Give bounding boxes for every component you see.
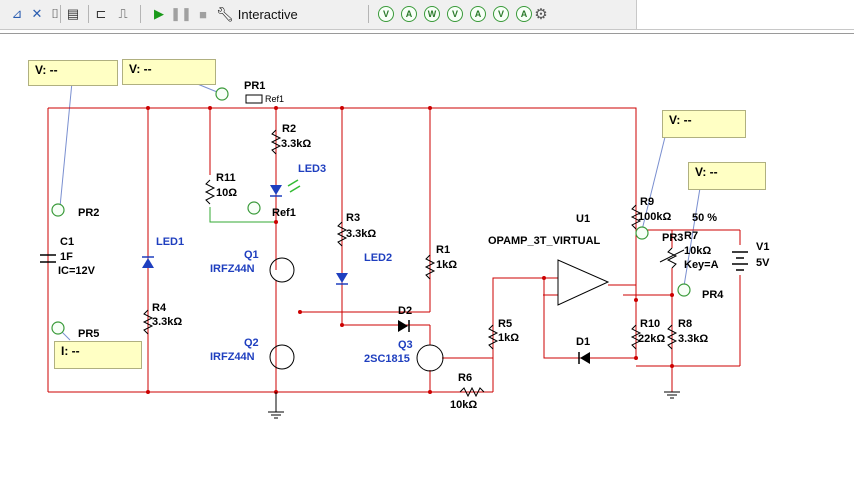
ref-wire xyxy=(209,207,276,223)
current-probe-readout[interactable]: I: -- xyxy=(54,341,142,369)
label-led2: LED2 xyxy=(364,252,393,264)
label-u1: U1 xyxy=(576,213,591,225)
label-d1: D1 xyxy=(576,336,591,348)
probe-markers xyxy=(51,87,691,335)
label-r6-value: 10kΩ xyxy=(450,399,478,411)
digital-probe-icon[interactable]: A xyxy=(516,6,532,22)
stop-simulation-icon[interactable]: ■ xyxy=(199,6,207,22)
label-r7-percent: 50 % xyxy=(692,212,718,224)
label-q2-part: IRFZ44N xyxy=(210,351,255,363)
label-led3: LED3 xyxy=(298,163,327,175)
probe-settings-gear-icon[interactable]: ⚙ xyxy=(534,6,548,23)
wire-tool-icon[interactable]: ✕ xyxy=(31,6,43,21)
label-r3: R3 xyxy=(346,212,361,224)
transistor-symbols xyxy=(269,257,444,372)
label-pr4: PR4 xyxy=(702,289,724,301)
wrench-icon: 🔧︎ xyxy=(216,5,234,22)
label-r2-value: 3.3kΩ xyxy=(281,138,312,150)
opamp-u1-symbol xyxy=(557,259,610,306)
label-r4: R4 xyxy=(152,302,167,314)
label-r1: R1 xyxy=(436,244,451,256)
label-ref1: Ref1 xyxy=(272,207,296,219)
label-r7-value: 10kΩ xyxy=(684,245,712,257)
label-q3-part: 2SC1815 xyxy=(364,353,410,365)
probe-tool-icon[interactable]: ⊿ xyxy=(11,6,23,21)
resistor-symbols xyxy=(142,129,685,398)
capacitor-c1-symbol xyxy=(40,254,56,263)
label-r7: R7 xyxy=(684,230,699,242)
label-v1: V1 xyxy=(756,241,770,253)
label-c1-ic: IC=12V xyxy=(58,265,95,277)
label-r7-key: Key=A xyxy=(684,259,719,271)
pause-simulation-icon[interactable]: ❚❚ xyxy=(170,6,192,21)
pr1-reference-box xyxy=(245,94,263,104)
label-d2: D2 xyxy=(398,305,413,317)
label-q3: Q3 xyxy=(398,339,413,351)
label-r5-value: 1kΩ xyxy=(498,332,520,344)
step-signal-icon[interactable]: ⎍ xyxy=(118,6,128,21)
voltage-probe-readout[interactable]: V: -- xyxy=(662,110,746,138)
schematic-canvas[interactable] xyxy=(0,30,854,480)
label-q2: Q2 xyxy=(244,337,259,349)
label-c1-value: 1F xyxy=(60,251,73,263)
label-r8: R8 xyxy=(678,318,693,330)
current-probe-icon[interactable]: A xyxy=(401,6,417,22)
reference-voltage-probe-icon[interactable]: V xyxy=(493,6,509,22)
voltage-probe-icon[interactable]: V xyxy=(378,6,394,22)
label-pr5: PR5 xyxy=(78,328,100,340)
label-r6: R6 xyxy=(458,372,473,384)
label-pr1-ref: Ref1 xyxy=(265,94,285,104)
battery-v1-symbol xyxy=(732,251,748,271)
right-toolbar-panel xyxy=(636,0,854,29)
toolbar-separator xyxy=(368,5,369,23)
label-c1: C1 xyxy=(60,236,75,248)
canvas-border-line xyxy=(0,33,854,34)
circuit-wires xyxy=(47,107,741,393)
toolbar: ⊿ ✕ ⌷ ▤ ⊏ ⎍ ▶ ❚❚ ■ 🔧︎ Interactive V A W … xyxy=(0,0,854,30)
grapher-icon[interactable]: ▤ xyxy=(66,6,80,21)
label-r9-value: 100kΩ xyxy=(638,211,672,223)
label-r5: R5 xyxy=(498,318,513,330)
label-u1-part: OPAMP_3T_VIRTUAL xyxy=(488,235,601,247)
interactive-mode-button[interactable]: 🔧︎ Interactive xyxy=(216,4,298,24)
label-q1: Q1 xyxy=(244,249,259,261)
voltage-probe-readout[interactable]: V: -- xyxy=(28,60,118,86)
label-r4-value: 3.3kΩ xyxy=(152,316,183,328)
hierarchy-icon[interactable]: ⊏ xyxy=(95,6,107,21)
label-q1-part: IRFZ44N xyxy=(210,263,255,275)
differential-voltage-probe-icon[interactable]: V xyxy=(447,6,463,22)
run-simulation-icon[interactable]: ▶ xyxy=(154,6,164,21)
led-diode-symbols xyxy=(142,179,590,364)
label-r2: R2 xyxy=(282,123,297,135)
label-r1-value: 1kΩ xyxy=(436,259,458,271)
toolbar-separator xyxy=(88,5,89,23)
ground-symbols xyxy=(268,391,680,419)
toolbar-separator xyxy=(140,5,141,23)
label-r9: R9 xyxy=(640,196,655,208)
power-probe-icon[interactable]: W xyxy=(424,6,440,22)
interactive-mode-label: Interactive xyxy=(237,6,298,22)
component-tool-icon[interactable]: ⌷ xyxy=(51,6,59,21)
label-pr3: PR3 xyxy=(662,232,684,244)
label-pr2: PR2 xyxy=(78,207,100,219)
label-r10: R10 xyxy=(640,318,661,330)
probe-leader-lines xyxy=(57,81,701,341)
label-led1: LED1 xyxy=(156,236,185,248)
voltage-current-probe-icon[interactable]: A xyxy=(470,6,486,22)
label-r10-value: 22kΩ xyxy=(638,333,666,345)
toolbar-separator xyxy=(60,5,61,23)
label-pr1: PR1 xyxy=(244,80,266,92)
label-v1-value: 5V xyxy=(756,257,770,269)
label-r8-value: 3.3kΩ xyxy=(678,333,709,345)
voltage-probe-readout[interactable]: V: -- xyxy=(688,162,766,190)
voltage-probe-readout[interactable]: V: -- xyxy=(122,59,216,85)
label-r11: R11 xyxy=(216,172,236,184)
label-r11-value: 10Ω xyxy=(216,187,238,199)
label-r3-value: 3.3kΩ xyxy=(346,228,377,240)
